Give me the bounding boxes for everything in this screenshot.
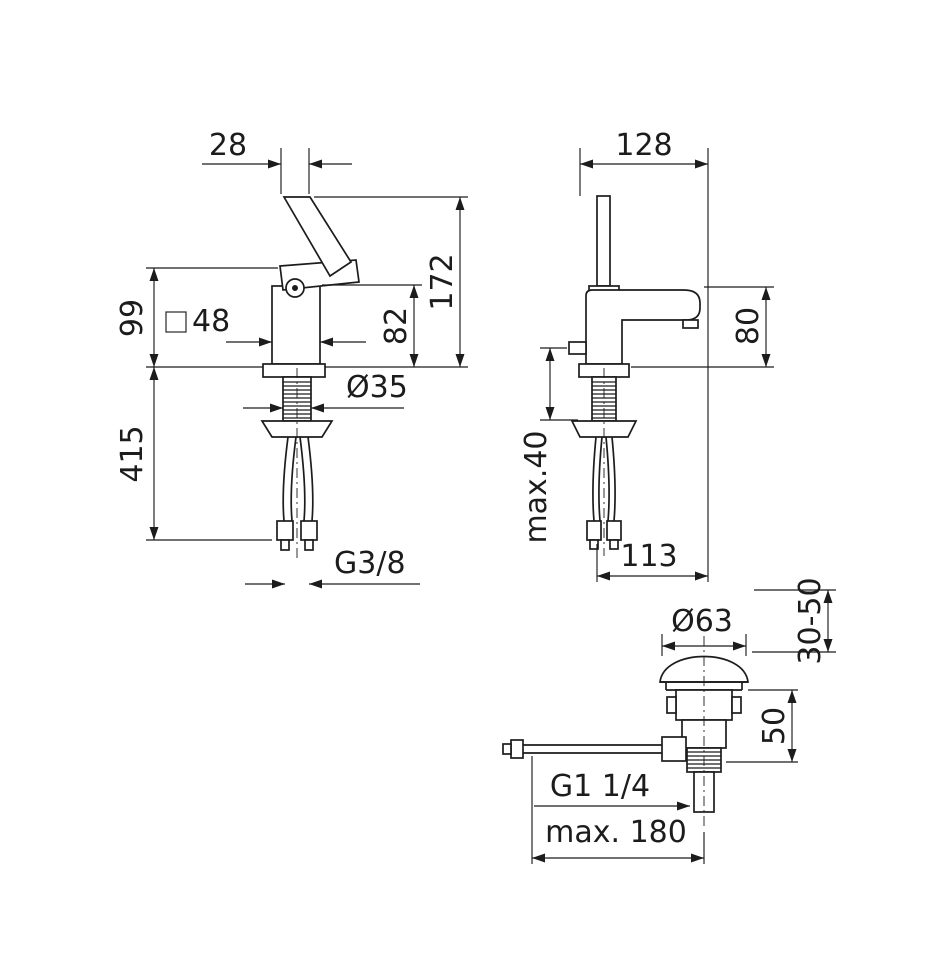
dimension-total-depth: 128 xyxy=(579,128,709,582)
faucet-front-drawing xyxy=(260,196,360,558)
dimension-total-height: 172 xyxy=(314,196,468,367)
dim-text-80: 80 xyxy=(731,307,766,345)
dimension-waste-thread: G1 1/4 xyxy=(534,769,690,811)
dim-text-128: 128 xyxy=(615,128,672,163)
aerator xyxy=(682,319,699,329)
base-plate xyxy=(262,363,326,378)
hose-nipple-side-1 xyxy=(589,539,599,550)
drain-view: Ø63 30-50 50 G1 1/4 max. 180 xyxy=(502,577,836,864)
front-view: 28 172 99 48 82 xyxy=(115,128,468,589)
dim-text-48: 48 xyxy=(192,304,230,339)
handle-pivot-dot xyxy=(292,285,298,291)
drain-drawing xyxy=(502,636,749,830)
dimension-reach: 113 xyxy=(596,539,708,582)
dimension-hose-length: 415 xyxy=(115,367,272,541)
dim-text-g114: G1 1/4 xyxy=(550,769,650,804)
hose-nipple-left xyxy=(280,539,290,551)
supply-hoses xyxy=(282,436,314,522)
rod-pivot-housing xyxy=(661,736,687,762)
faucet-body xyxy=(271,285,321,365)
hose-connector-side-2 xyxy=(606,520,622,541)
dimension-rod-reach: max. 180 xyxy=(531,756,705,864)
hose-nipple-right xyxy=(304,539,314,551)
handle-lever xyxy=(282,196,353,278)
dimension-deck-thickness: max.40 xyxy=(519,347,578,544)
dim-text-172: 172 xyxy=(425,253,460,310)
faucet-side-drawing xyxy=(568,195,701,556)
rod-tip xyxy=(502,743,512,755)
dimension-hole-diameter: Ø35 xyxy=(243,370,408,413)
square-symbol-icon xyxy=(165,311,187,333)
dimension-body-height: 99 xyxy=(115,267,278,367)
dim-text-99: 99 xyxy=(115,299,150,337)
dim-text-max40: max.40 xyxy=(519,430,554,543)
dimension-outlet-height: 82 xyxy=(322,284,422,367)
hose-connector-left xyxy=(276,520,294,541)
rod-knob xyxy=(510,739,524,759)
dimension-cap-diameter: Ø63 xyxy=(661,604,747,656)
drain-dome-cap xyxy=(659,655,749,683)
handle-lever-side xyxy=(596,195,611,287)
dim-text-3050: 30-50 xyxy=(793,577,828,664)
drain-tab-left xyxy=(666,696,677,714)
dim-text-28: 28 xyxy=(209,128,247,163)
dimension-body-square: 48 xyxy=(165,304,366,347)
dim-text-max180: max. 180 xyxy=(545,815,687,850)
side-view: 128 80 max.40 113 xyxy=(519,128,774,582)
dimension-outlet-height-side: 80 xyxy=(631,286,774,368)
dim-text-d35: Ø35 xyxy=(346,370,408,405)
hose-connector-right xyxy=(300,520,318,541)
popup-rod-knob xyxy=(568,341,587,355)
dim-text-415: 415 xyxy=(115,425,150,482)
dim-text-82: 82 xyxy=(379,307,414,345)
hose-nipple-side-2 xyxy=(609,539,619,550)
dim-text-g38: G3/8 xyxy=(334,546,406,581)
dimension-drain-body-height: 50 xyxy=(726,689,798,763)
dimension-supply-thread: G3/8 xyxy=(245,546,420,589)
supply-hoses-side xyxy=(592,436,616,522)
dim-text-113: 113 xyxy=(620,539,677,574)
dimension-handle-width: 28 xyxy=(202,128,352,194)
dim-text-d63: Ø63 xyxy=(671,604,733,639)
drain-tab-right xyxy=(731,696,742,714)
dimension-deck-range: 30-50 xyxy=(752,577,836,665)
dim-text-50: 50 xyxy=(757,707,792,745)
hose-connector-side-1 xyxy=(586,520,602,541)
